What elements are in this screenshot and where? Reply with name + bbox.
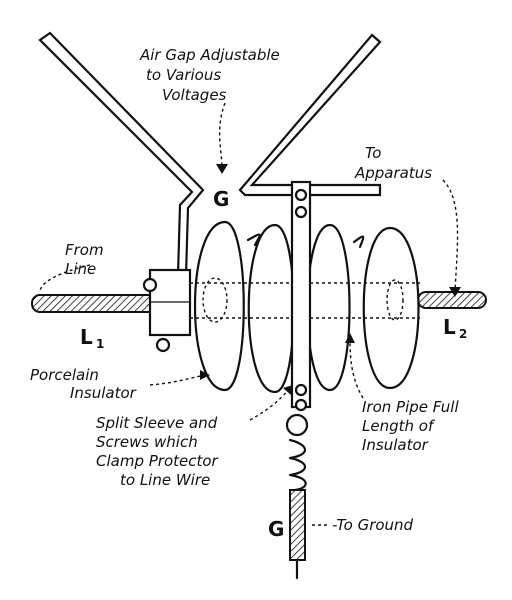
from-line-label-line-1: From [65, 241, 104, 259]
line-2-subscript: 2 [459, 327, 467, 341]
air-gap-label-line-1: Air Gap Adjustable [139, 46, 280, 64]
split-sleeve-label-line-1: Split Sleeve and [96, 414, 218, 432]
split-sleeve-label-line-3: Clamp Protector [96, 452, 219, 470]
line-1-letter: L [80, 325, 93, 349]
iron-pipe-label-line-3: Insulator [362, 436, 429, 454]
porcelain-label-line-2: Insulator [70, 384, 137, 402]
air-gap-label-line-3: Voltages [162, 86, 227, 104]
split-sleeve-label-line-2: Screws which [96, 433, 198, 451]
to-apparatus-label-line-2: Apparatus [354, 164, 432, 182]
iron-pipe-label-line-1: Iron Pipe Full [362, 398, 459, 416]
line-1-subscript: 1 [96, 337, 104, 351]
leader-lines [39, 102, 461, 526]
split-sleeve-label-line-4: to Line Wire [120, 471, 210, 489]
line-wire-left [31, 294, 158, 313]
split-sleeve-clamp [142, 268, 192, 353]
gap-letter-bottom: G [268, 517, 284, 541]
ground-wire-coil [285, 413, 309, 580]
porcelain-label-line-1: Porcelain [30, 366, 99, 384]
porcelain-insulator [193, 220, 420, 394]
to-ground-label: -To Ground [332, 516, 414, 534]
air-gap-label-line-2: to Various [146, 66, 221, 84]
to-apparatus-label-line-1: To [365, 144, 382, 162]
right-horn-electrode [238, 33, 382, 197]
ground-strap [290, 180, 312, 412]
line-2-letter: L [443, 315, 456, 339]
from-line-label-line-2: Line [65, 260, 96, 278]
iron-pipe-label-line-2: Length of [362, 417, 436, 435]
iron-pipe [160, 277, 420, 323]
line-wire-right [417, 291, 487, 309]
gap-letter-top: G [213, 187, 229, 211]
